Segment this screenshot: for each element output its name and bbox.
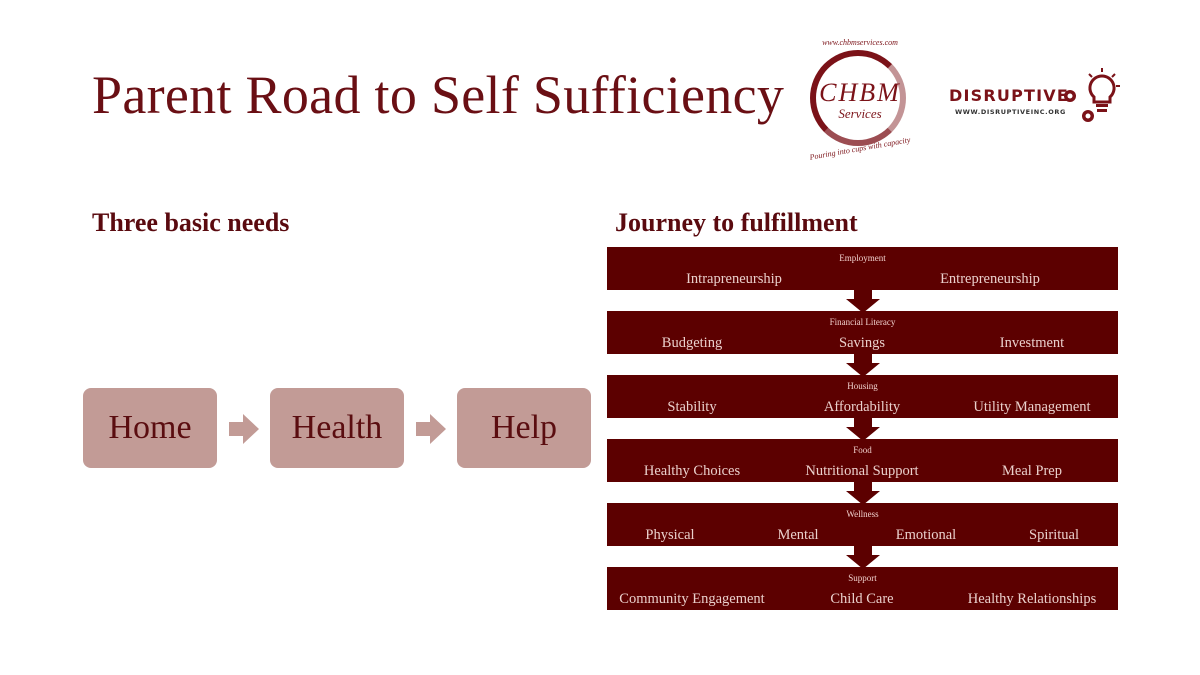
journey-item: Mental <box>777 527 819 543</box>
journey-item: Healthy Choices <box>643 463 741 479</box>
need-help: Help <box>457 388 591 468</box>
three-basic-needs-heading: Three basic needs <box>92 208 290 237</box>
disruptive-logo-url: WWW.DISRUPTIVEINC.ORG <box>955 108 1066 116</box>
chbm-logo-main: CHBM <box>819 78 901 107</box>
need-health: Health <box>270 388 404 468</box>
journey-heading: Journey to fulfillment <box>615 208 858 237</box>
journey-item: Budgeting <box>661 335 723 351</box>
journey-item: Meal Prep <box>1002 463 1062 479</box>
journey-step-food: Food Healthy Choices Nutritional Support… <box>607 439 1118 482</box>
right-arrow-icon <box>229 414 259 444</box>
journey-item: Intrapreneurship <box>686 271 782 287</box>
chbm-logo-url: www.chbmservices.com <box>822 38 898 47</box>
journey-item: Child Care <box>830 591 894 607</box>
journey-step-title: Food <box>853 445 872 455</box>
journey-step-employment: Employment Intrapreneurship Entrepreneur… <box>607 247 1118 290</box>
journey-item: Affordability <box>823 399 901 415</box>
journey-item: Nutritional Support <box>805 463 919 479</box>
down-arrow-icon <box>846 481 880 505</box>
down-arrow-icon <box>846 353 880 377</box>
journey-item: Entrepreneurship <box>940 271 1040 287</box>
chbm-logo-ring-icon <box>810 50 906 146</box>
journey-step-title: Employment <box>839 253 886 263</box>
journey-step-support: Support Community Engagement Child Care … <box>607 567 1118 610</box>
journey-item: Investment <box>999 335 1065 351</box>
right-arrow-icon <box>416 414 446 444</box>
journey-item: Emotional <box>895 527 957 543</box>
journey-item: Physical <box>645 527 695 543</box>
down-arrow-icon <box>846 545 880 569</box>
down-arrow-icon <box>846 417 880 441</box>
journey-step-title: Support <box>848 573 877 583</box>
need-home: Home <box>83 388 217 468</box>
journey-item: Spiritual <box>1029 527 1079 543</box>
journey-step-wellness: Wellness Physical Mental Emotional Spiri… <box>607 503 1118 546</box>
journey-item: Stability <box>667 399 717 415</box>
chbm-logo-sub: Services <box>838 106 882 121</box>
journey-step-title: Wellness <box>846 509 879 519</box>
journey-step-title: Housing <box>847 381 878 391</box>
journey-item: Savings <box>839 335 885 351</box>
page-title: Parent Road to Self Sufficiency <box>92 65 785 125</box>
journey-item: Utility Management <box>973 399 1091 415</box>
disruptive-logo-name: DISRUPTIVE <box>949 86 1069 105</box>
chbm-logo: www.chbmservices.com CHBM Services Pouri… <box>800 34 920 162</box>
journey-item: Healthy Relationships <box>967 591 1097 607</box>
journey-step-housing: Housing Stability Affordability Utility … <box>607 375 1118 418</box>
journey-item: Community Engagement <box>619 591 765 607</box>
journey-step-title: Financial Literacy <box>829 317 896 327</box>
down-arrow-icon <box>846 289 880 313</box>
lightbulb-gear-icon <box>1064 68 1120 122</box>
disruptive-logo: DISRUPTIVE WWW.DISRUPTIVEINC.ORG <box>946 68 1126 128</box>
journey-step-financial-literacy: Financial Literacy Budgeting Savings Inv… <box>607 311 1118 354</box>
